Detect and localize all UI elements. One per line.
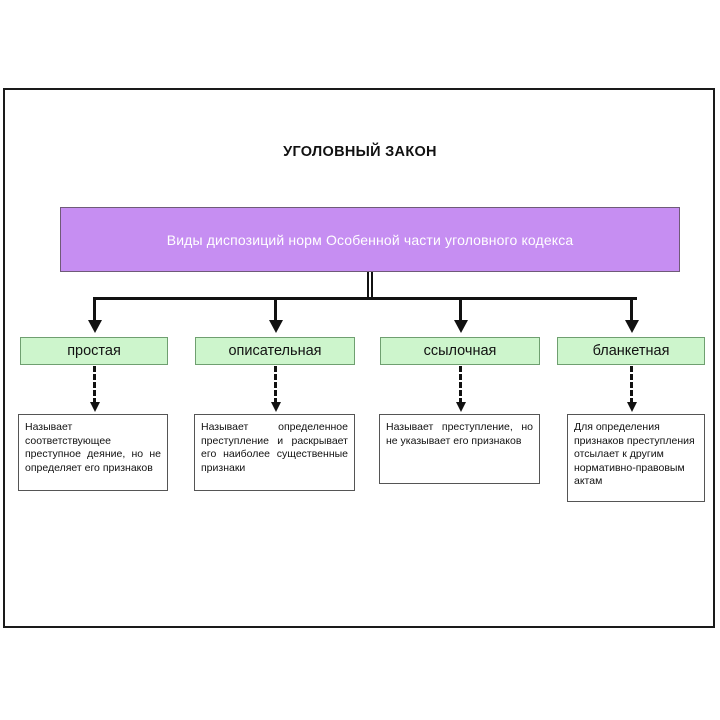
connector-arrowhead-1 xyxy=(88,320,102,333)
connector-bus xyxy=(93,297,637,300)
page-title: УГОЛОВНЫЙ ЗАКОН xyxy=(283,144,437,160)
branch-node-label: простая xyxy=(67,343,121,359)
dashed-connector-3 xyxy=(458,366,462,404)
description-box-ssylochnaya: Называет преступление, но не указывает е… xyxy=(379,414,540,484)
branch-node-label: описательная xyxy=(228,343,322,359)
dashed-connector-2 xyxy=(273,366,277,404)
connector-arrowhead-3 xyxy=(454,320,468,333)
branch-node-label: ссылочная xyxy=(423,343,497,359)
branch-node-ssylochnaya: ссылочная xyxy=(380,337,540,365)
connector-drop-2 xyxy=(273,297,277,323)
description-box-opisatelnaya: Называет определенное преступление и рас… xyxy=(194,414,355,491)
dashed-arrowhead-2 xyxy=(271,402,281,412)
root-node-label: Виды диспозиций норм Особенной части уго… xyxy=(166,231,574,248)
branch-node-opisatelnaya: описательная xyxy=(195,337,355,365)
dashed-arrowhead-1 xyxy=(90,402,100,412)
connector-drop-1 xyxy=(92,297,96,323)
root-node-dispositions: Виды диспозиций норм Особенной части уго… xyxy=(60,207,680,272)
description-box-prostaya: Называет соответствующее преступное деян… xyxy=(18,414,168,491)
connector-drop-3 xyxy=(458,297,462,323)
description-box-blanketnaya: Для определения признаков преступления о… xyxy=(567,414,705,502)
dashed-arrowhead-3 xyxy=(456,402,466,412)
dashed-connector-1 xyxy=(92,366,96,404)
branch-node-blanketnaya: бланкетная xyxy=(557,337,705,365)
branch-node-label: бланкетная xyxy=(592,343,670,359)
dashed-connector-4 xyxy=(629,366,633,404)
connector-stem xyxy=(367,272,373,299)
branch-node-prostaya: простая xyxy=(20,337,168,365)
connector-arrowhead-4 xyxy=(625,320,639,333)
connector-arrowhead-2 xyxy=(269,320,283,333)
dashed-arrowhead-4 xyxy=(627,402,637,412)
connector-drop-4 xyxy=(629,297,633,323)
